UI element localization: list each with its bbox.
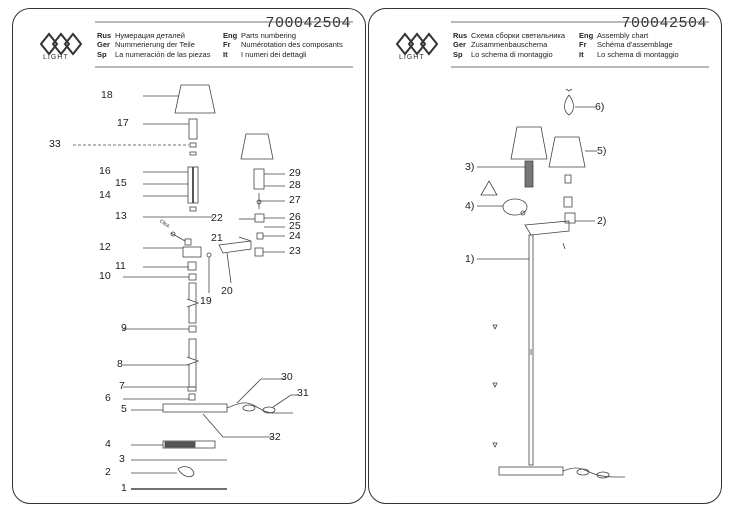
- part-label-12: 12: [99, 241, 111, 253]
- part-label-10: 10: [99, 270, 111, 282]
- part-label-16: 16: [99, 165, 111, 177]
- part-label-9: 9: [121, 322, 127, 334]
- step-label-6: 6): [595, 101, 605, 113]
- part-label-23: 23: [289, 245, 301, 257]
- step-label-1: 1): [465, 253, 475, 265]
- part-label-8: 8: [117, 358, 123, 370]
- part-label-14: 14: [99, 189, 111, 201]
- part-label-22: 22: [211, 212, 223, 224]
- document-number-right: 700042504: [621, 15, 707, 32]
- mw-logo-icon: [39, 32, 83, 56]
- mw-logo-icon-right: [395, 32, 439, 56]
- part-label-15: 15: [115, 177, 127, 189]
- part-label-27: 27: [289, 194, 301, 206]
- part-label-6: 6: [105, 392, 111, 404]
- part-label-29: 29: [289, 167, 301, 179]
- part-label-30: 30: [281, 371, 293, 383]
- part-label-4: 4: [105, 438, 111, 450]
- part-label-17: 17: [117, 117, 129, 129]
- logo-text-right: LIGHT: [399, 54, 425, 61]
- part-label-2: 2: [105, 466, 111, 478]
- step-label-2: 2): [597, 215, 607, 227]
- part-label-32: 32: [269, 431, 281, 443]
- part-label-28: 28: [289, 179, 301, 191]
- assembly-drawing: [451, 21, 709, 479]
- step-label-3: 3): [465, 161, 475, 173]
- part-label-21: 21: [211, 232, 223, 244]
- step-label-5: 5): [597, 145, 607, 157]
- part-label-11: 11: [115, 260, 126, 272]
- part-label-25: 25: [289, 220, 301, 232]
- part-label-7: 7: [119, 380, 125, 392]
- logo-text: LIGHT: [43, 54, 69, 61]
- part-label-26: 26: [289, 211, 301, 223]
- part-label-18: 18: [101, 89, 113, 101]
- part-label-24: 24: [289, 230, 301, 242]
- exploded-parts-drawing: [73, 21, 353, 490]
- part-label-3: 3: [119, 453, 125, 465]
- part-label-20: 20: [221, 285, 233, 297]
- part-label-33: 33: [49, 138, 61, 150]
- part-label-13: 13: [115, 210, 127, 222]
- part-label-1: 1: [121, 482, 127, 494]
- step-label-4: 4): [465, 200, 475, 212]
- part-label-19: 19: [200, 295, 212, 307]
- part-label-5: 5: [121, 403, 127, 415]
- part-label-31: 31: [297, 387, 309, 399]
- document-number: 700042504: [265, 15, 351, 32]
